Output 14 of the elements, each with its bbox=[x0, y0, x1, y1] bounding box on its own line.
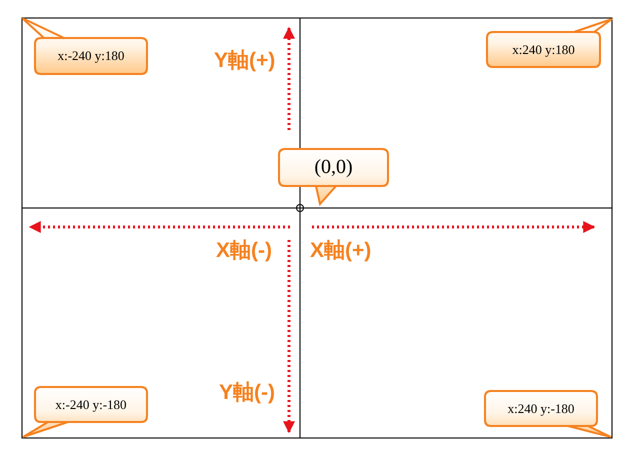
callout-bubble bbox=[486, 18, 613, 68]
coordinate-text: x:-240 y:180 bbox=[56, 47, 126, 65]
axis-label: X軸(-) bbox=[216, 238, 272, 264]
callout-bubble bbox=[484, 390, 612, 438]
coordinate-text: (0,0) bbox=[313, 155, 354, 180]
coordinate-text: x:240 y:-180 bbox=[506, 400, 576, 418]
callout-bubble bbox=[22, 18, 149, 76]
coordinate-text: x:-240 y:-180 bbox=[54, 396, 128, 414]
axis-label: Y軸(+) bbox=[214, 48, 276, 74]
callout-bubble bbox=[278, 148, 390, 206]
callout-bubble bbox=[22, 386, 149, 438]
axis-label: X軸(+) bbox=[310, 238, 372, 264]
axis-label: Y軸(-) bbox=[219, 380, 275, 406]
coordinate-text: x:240 y:180 bbox=[511, 40, 576, 59]
